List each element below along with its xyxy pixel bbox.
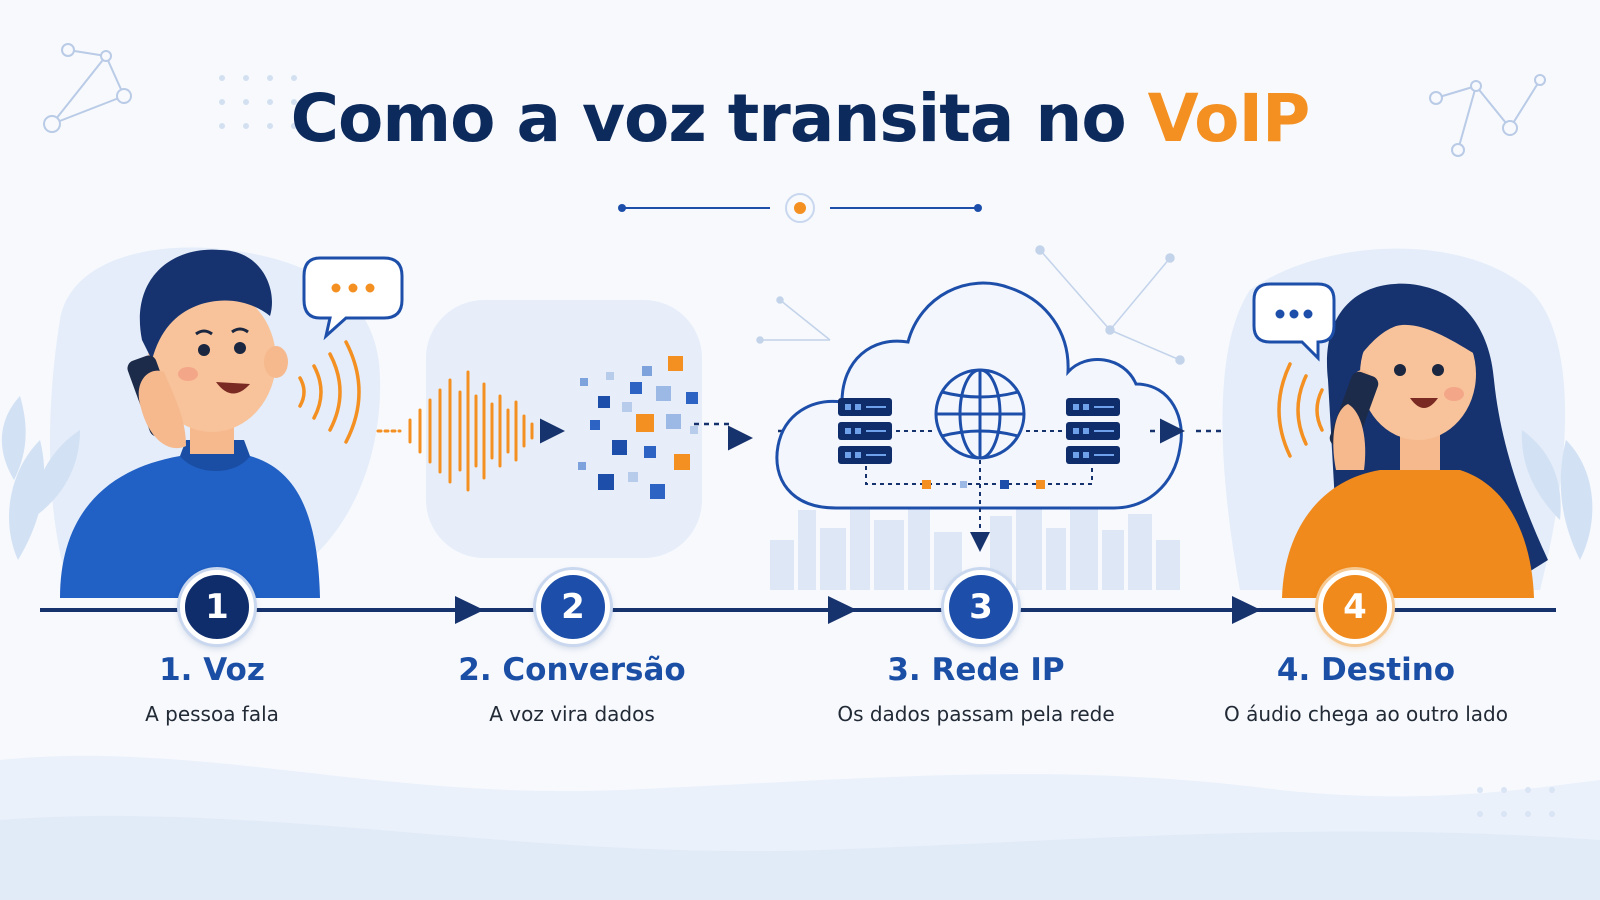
step-4-badge: 4 <box>1318 570 1392 644</box>
speech-bubble-icon-right <box>1252 282 1336 362</box>
step-3-label: 3. Rede IP <box>887 652 1065 688</box>
step-1-desc: A pessoa fala <box>145 702 279 726</box>
page-title: Como a voz transita no VoIP <box>0 80 1600 157</box>
arrow-to-cloud <box>694 422 753 451</box>
step-2-label: 2. Conversão <box>458 652 686 688</box>
sound-waves-in-icon <box>1277 362 1324 458</box>
step-4-label: 4. Destino <box>1276 652 1456 688</box>
step-2-desc: A voz vira dados <box>489 702 655 726</box>
timeline <box>40 596 1556 624</box>
background-waves <box>0 755 1600 900</box>
step-1-badge: 1 <box>180 570 254 644</box>
data-pixels-icon <box>578 356 698 499</box>
network-decoration-right <box>1429 74 1546 157</box>
step-4-desc: O áudio chega ao outro lado <box>1224 702 1508 726</box>
server-icon <box>838 398 892 464</box>
server-icon-right <box>1066 398 1120 464</box>
step-2-badge: 2 <box>536 570 610 644</box>
dot-grid-decoration-bottom <box>1477 787 1555 817</box>
sound-waves-out-icon <box>298 340 361 444</box>
globe-icon <box>934 368 1026 460</box>
city-skyline <box>770 490 1180 590</box>
step-3-desc: Os dados passam pela rede <box>837 702 1115 726</box>
step-1-label: 1. Voz <box>159 652 265 688</box>
step-3-badge: 3 <box>944 570 1018 644</box>
cloud-data-packets <box>922 480 1045 489</box>
title-main: Como a voz transita no <box>290 80 1148 157</box>
sound-wave-icon <box>376 370 534 492</box>
title-divider <box>618 193 982 223</box>
woman-on-phone-icon <box>1282 283 1548 598</box>
leaf-decoration-left <box>1 396 80 560</box>
network-lines <box>756 245 1185 365</box>
speech-bubble-icon <box>302 256 404 341</box>
leaf-decoration-right <box>1521 430 1593 560</box>
title-accent: VoIP <box>1147 80 1311 157</box>
dot-grid-decoration <box>219 75 297 129</box>
man-on-phone-icon <box>60 249 320 598</box>
network-decoration-left <box>43 43 132 133</box>
